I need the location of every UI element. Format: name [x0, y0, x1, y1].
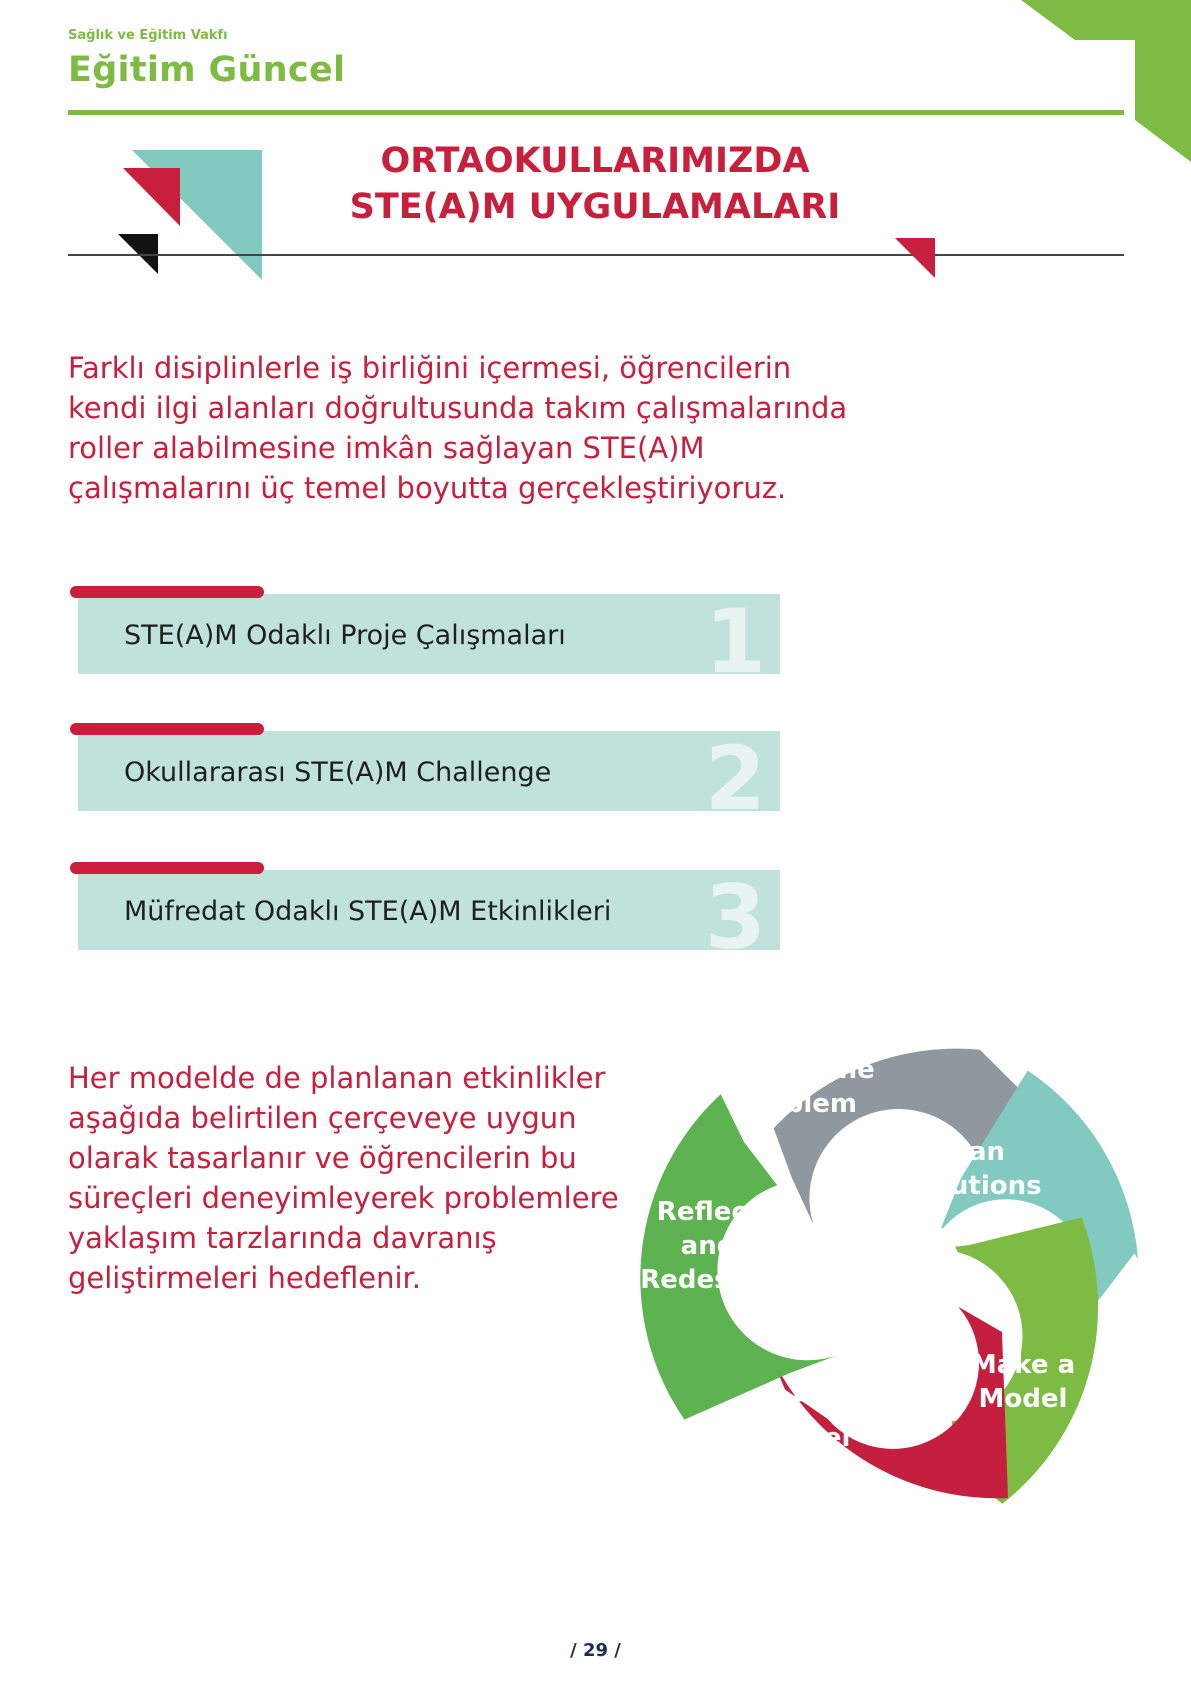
- cycle-segment-reflect: [640, 1094, 838, 1420]
- design-cycle-diagram: Define The Problem Plan Solutions Make a…: [640, 1048, 1138, 1504]
- page-number: / 29 /: [570, 1640, 621, 1661]
- intro-paragraph: Farklı disiplinlerle iş birliğini içerme…: [68, 351, 848, 505]
- cycle-segment-test: [765, 1306, 1008, 1499]
- header-divider: [68, 110, 1124, 115]
- dimension-bar: Müfredat Odaklı STE(A)M Etkinlikleri 3: [78, 870, 780, 950]
- dimension-label: Müfredat Odaklı STE(A)M Etkinlikleri: [124, 896, 612, 927]
- framework-paragraph: Her modelde de planlanan etkinlikler aşa…: [68, 1061, 619, 1295]
- dimension-item-1: STE(A)M Odaklı Proje Çalışmaları 1: [70, 586, 782, 674]
- title-triangles-decoration: [118, 150, 262, 280]
- dimension-number: 2: [704, 731, 766, 811]
- dimension-label: Okullararası STE(A)M Challenge: [124, 757, 552, 788]
- cycle-label-make-2: Model: [979, 1384, 1068, 1414]
- corner-decoration: [1021, 0, 1191, 162]
- cycle-label-reflect-3: Redesing: [640, 1265, 775, 1295]
- title-accent-triangle: [895, 238, 935, 278]
- cycle-label-plan-2: Solutions: [904, 1171, 1041, 1201]
- title-line-2: STE(A)M UYGULAMALARI: [349, 187, 841, 227]
- cycle-label-reflect-1: Reflect: [657, 1197, 759, 1227]
- cycle-label-define-1: Define The: [717, 1055, 875, 1085]
- cycle-label-make-1: Make a: [971, 1350, 1075, 1380]
- cycle-label-reflect-2: and: [681, 1231, 736, 1261]
- page-title: ORTAOKULLARIMIZDA STE(A)M UYGULAMALARI: [310, 138, 880, 230]
- cycle-label-test-2: Model: [762, 1423, 851, 1453]
- cycle-segment-define: [773, 1048, 1019, 1225]
- dimension-label: STE(A)M Odaklı Proje Çalışmaları: [124, 620, 566, 651]
- dimension-accent: [70, 586, 264, 598]
- dimension-number: 1: [704, 594, 766, 674]
- dimension-bar: STE(A)M Odaklı Proje Çalışmaları 1: [78, 594, 780, 674]
- organization-name: Sağlık ve Eğitim Vakfı: [68, 28, 228, 43]
- title-line-1: ORTAOKULLARIMIZDA: [380, 141, 810, 181]
- dimension-item-3: Müfredat Odaklı STE(A)M Etkinlikleri 3: [70, 862, 782, 950]
- dimension-accent: [70, 862, 264, 874]
- magazine-title: Eğitim Güncel: [68, 50, 346, 90]
- cycle-label-test-1: Test The: [745, 1389, 868, 1419]
- dimension-accent: [70, 723, 264, 735]
- cycle-label-define-2: Problem: [735, 1089, 857, 1119]
- cycle-label-plan-1: Plan: [941, 1137, 1005, 1167]
- dimension-number: 3: [704, 870, 766, 950]
- title-rule: [68, 254, 1124, 256]
- dimension-item-2: Okullararası STE(A)M Challenge 2: [70, 723, 782, 811]
- dimension-bar: Okullararası STE(A)M Challenge 2: [78, 731, 780, 811]
